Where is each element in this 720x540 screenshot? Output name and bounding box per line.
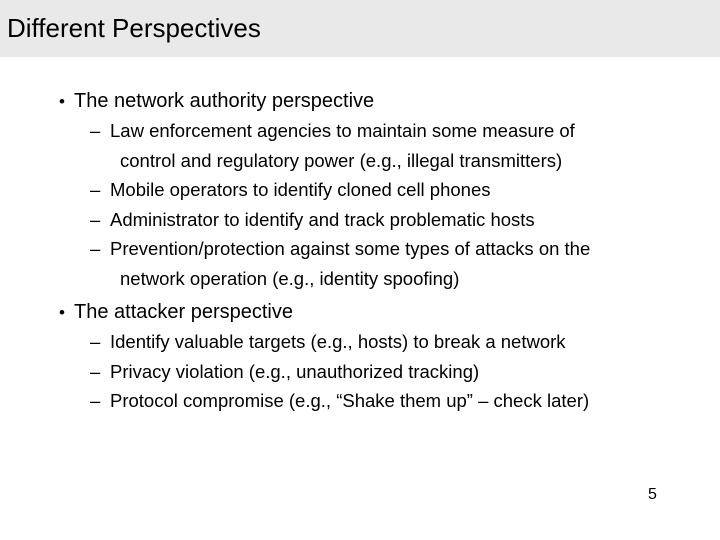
bullet-glyph: •	[59, 303, 65, 322]
slide-title-bar: Different Perspectives	[0, 0, 720, 57]
bullet-section-1: •The attacker perspective–Identify valua…	[0, 298, 720, 416]
level1-bullet-item: • The attacker perspective	[0, 298, 720, 327]
dash-glyph: –	[90, 238, 101, 259]
level2-bullet-continuation: control and regulatory power (e.g., ille…	[120, 149, 563, 171]
level2-bullet-item: –Identify valuable targets (e.g., hosts)…	[0, 327, 720, 357]
level2-bullet-item: –Privacy violation (e.g., unauthorized t…	[0, 357, 720, 387]
dash-glyph: –	[90, 360, 101, 382]
slide-title: Different Perspectives	[7, 13, 261, 44]
bullet-glyph: •	[59, 92, 65, 111]
level2-bullet-text: Law enforcement agencies to maintain som…	[110, 120, 575, 141]
dash-glyph: –	[90, 179, 101, 200]
level2-bullet-text: Administrator to identify and track prob…	[110, 208, 535, 230]
bullet-section-0: •The network authority perspective–Law e…	[0, 87, 720, 293]
level1-bullet-text: The attacker perspective	[74, 301, 293, 323]
page-number: 5	[648, 486, 657, 503]
bullet-list: •The network authority perspective–Law e…	[0, 87, 720, 416]
dash-glyph: –	[90, 390, 101, 411]
level2-bullet-text: Identify valuable targets (e.g., hosts) …	[110, 331, 566, 352]
dash-glyph: –	[90, 208, 101, 230]
dash-glyph: –	[90, 120, 101, 141]
slide-body: •The network authority perspective–Law e…	[0, 57, 720, 416]
dash-glyph: –	[90, 331, 101, 352]
level2-bullet-text: Protocol compromise (e.g., “Shake them u…	[110, 390, 590, 411]
level2-bullet-text: Privacy violation (e.g., unauthorized tr…	[110, 360, 480, 382]
level1-bullet-text: The network authority perspective	[74, 90, 375, 112]
level2-bullet-item: –Law enforcement agencies to maintain so…	[0, 116, 720, 146]
level2-bullet-text: Mobile operators to identify cloned cell…	[110, 179, 491, 200]
level1-bullet-item: • The network authority perspective	[0, 87, 720, 116]
level2-bullet-item: –Protocol compromise (e.g., “Shake them …	[0, 386, 720, 416]
level2-bullet-item: –Mobile operators to identify cloned cel…	[0, 175, 720, 205]
level2-bullet-text: Prevention/protection against some types…	[110, 238, 591, 259]
level2-bullet-continuation: network operation (e.g., identity spoofi…	[120, 267, 460, 289]
level2-bullet-item: –Prevention/protection against some type…	[0, 234, 720, 264]
level2-bullet-item: –Administrator to identify and track pro…	[0, 205, 720, 235]
